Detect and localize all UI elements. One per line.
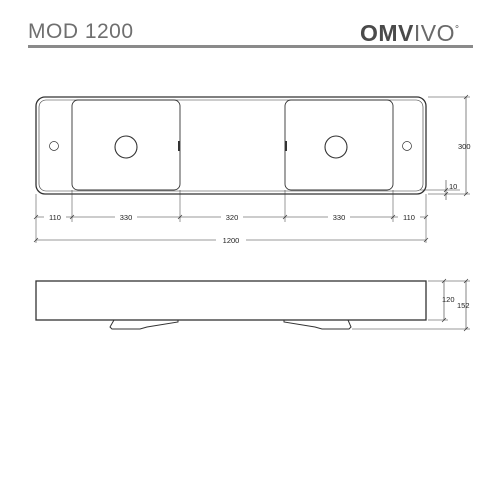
dim-total-width: 1200	[223, 236, 240, 245]
dim-right-bowl: 330	[333, 213, 346, 222]
front-body	[35, 280, 427, 321]
basin-inner-outline	[38, 99, 424, 192]
front-extension-lines	[352, 280, 470, 330]
front-view-labels: 120 152	[442, 295, 470, 310]
dim-total-height: 152	[457, 301, 470, 310]
brand-logo-light: IVO	[413, 20, 456, 46]
dim-depth: 300	[458, 142, 471, 151]
basin-outline	[35, 96, 427, 195]
total-height-dimension-line	[463, 278, 469, 332]
right-drain-icon	[324, 135, 348, 159]
brand-logo: OMVIVO°	[360, 20, 460, 47]
brand-logo-mark: °	[455, 24, 460, 36]
left-tap-hole-icon	[49, 141, 59, 151]
dim-center: 320	[226, 213, 239, 222]
dim-rim: 10	[449, 182, 457, 191]
header-rule	[28, 45, 473, 48]
left-drain-icon	[114, 135, 138, 159]
dim-left-margin: 110	[49, 213, 61, 222]
dim-left-bowl: 330	[120, 213, 133, 222]
depth-dimension-line	[463, 94, 469, 197]
right-bowl	[284, 99, 394, 191]
top-view-labels: 110 330 320 330 110 1200 300 10	[44, 142, 471, 245]
brand-logo-bold: OMV	[360, 20, 414, 46]
left-bowl	[71, 99, 181, 191]
rim-dimension-line	[443, 180, 449, 200]
right-drain-outlet	[283, 319, 352, 330]
left-drain-outlet	[109, 319, 179, 330]
dim-body-height: 120	[442, 295, 455, 304]
model-title: MOD 1200	[28, 20, 134, 43]
front-view	[35, 278, 470, 332]
dim-right-margin: 110	[403, 213, 415, 222]
body-height-dimension-line	[441, 278, 447, 323]
header: MOD 1200 OMVIVO°	[0, 0, 500, 50]
right-tap-hole-icon	[402, 141, 412, 151]
